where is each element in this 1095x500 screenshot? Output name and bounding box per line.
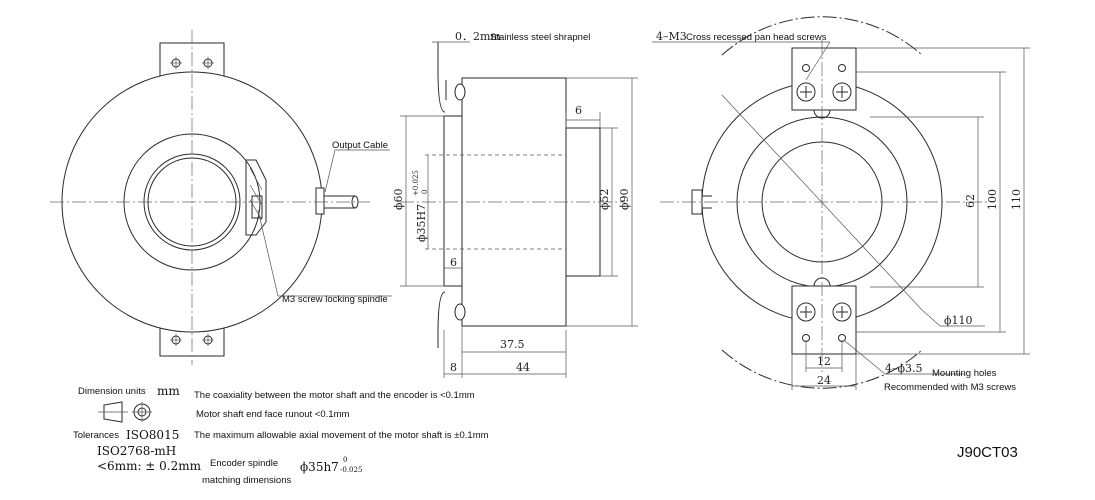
spindle-label-2: matching dimensions bbox=[202, 475, 292, 486]
screw-locking-label: M3 screw locking spindle bbox=[282, 294, 388, 305]
cable-gland bbox=[315, 187, 325, 215]
dimension-units-value: mm bbox=[157, 384, 180, 398]
back-top-plate bbox=[791, 47, 857, 111]
holes-label: Mounting holes bbox=[932, 368, 997, 379]
dim-24: 24 bbox=[817, 374, 831, 387]
tolerance-standard: ISO8015 bbox=[126, 428, 180, 442]
spindle-tol-upper: 0 bbox=[343, 456, 348, 464]
top-shrapnel bbox=[437, 42, 447, 113]
spindle-label-1: Encoder spindle bbox=[210, 458, 279, 469]
screws-dim: 4–M3 bbox=[656, 30, 687, 43]
back-view: 4–M3 Cross recessed pan head screws 62 1… bbox=[652, 16, 1030, 393]
bottom-shrapnel bbox=[437, 291, 446, 348]
dim-6-bottom: 6 bbox=[450, 256, 457, 269]
dim-35h7-tol-lower: 0 bbox=[421, 190, 429, 194]
dim-110: 110 bbox=[1010, 189, 1023, 210]
dim-62: 62 bbox=[964, 194, 977, 208]
axial-note: The maximum allowable axial movement of … bbox=[194, 430, 489, 441]
dim-35h7: ϕ35H7 bbox=[415, 204, 428, 242]
dim-44: 44 bbox=[516, 361, 530, 374]
dim-phi110: ϕ110 bbox=[944, 314, 973, 327]
output-cable-label: Output Cable bbox=[332, 140, 388, 151]
spindle-fit: ϕ35h7 bbox=[300, 460, 339, 474]
locking-slot bbox=[245, 159, 267, 236]
dimension-units-label: Dimension units bbox=[78, 386, 146, 397]
dim-8: 8 bbox=[450, 361, 457, 374]
tolerances-label: Tolerances bbox=[73, 430, 119, 441]
model-code: J90CT03 bbox=[957, 444, 1018, 461]
dim-35h7-group: ϕ35H7 +0.025 0 bbox=[412, 170, 429, 242]
screws-label: Cross recessed pan head screws bbox=[686, 32, 827, 43]
projection-symbol bbox=[98, 401, 152, 423]
shrapnel-dim: 0．2mm bbox=[455, 30, 501, 43]
holes-recommend: Recommended with M3 screws bbox=[884, 382, 1016, 393]
output-cable bbox=[324, 195, 355, 209]
spindle-tol-lower: -0.025 bbox=[340, 466, 363, 474]
dim-12: 12 bbox=[817, 355, 831, 368]
dim-52: ϕ52 bbox=[598, 189, 611, 211]
locking-screw bbox=[251, 195, 263, 219]
tolerance-small: <6mm: ± 0.2mm bbox=[97, 459, 202, 473]
runout-note: Motor shaft end face runout <0.1mm bbox=[196, 409, 350, 420]
dim-90: ϕ90 bbox=[618, 189, 631, 211]
dim-6-top: 6 bbox=[575, 104, 582, 117]
tolerance-class: ISO2768-mH bbox=[97, 444, 177, 458]
side-view: 0．2mm Stainless steel shrapnel ϕ60 ϕ35H7… bbox=[392, 30, 638, 378]
dim-35h7-tol-upper: +0.025 bbox=[412, 170, 420, 196]
dim-60: ϕ60 bbox=[392, 189, 405, 211]
dim-37-5: 37.5 bbox=[500, 338, 525, 351]
side-front-flange bbox=[443, 115, 463, 287]
holes-dim: 4–ϕ3.5 bbox=[885, 362, 923, 375]
coaxiality-note: The coaxiality between the motor shaft a… bbox=[194, 390, 475, 401]
front-view: Output Cable M3 screw locking spindle bbox=[50, 30, 392, 365]
shrapnel-label: Stainless steel shrapnel bbox=[490, 32, 590, 43]
dim-100: 100 bbox=[986, 189, 999, 210]
